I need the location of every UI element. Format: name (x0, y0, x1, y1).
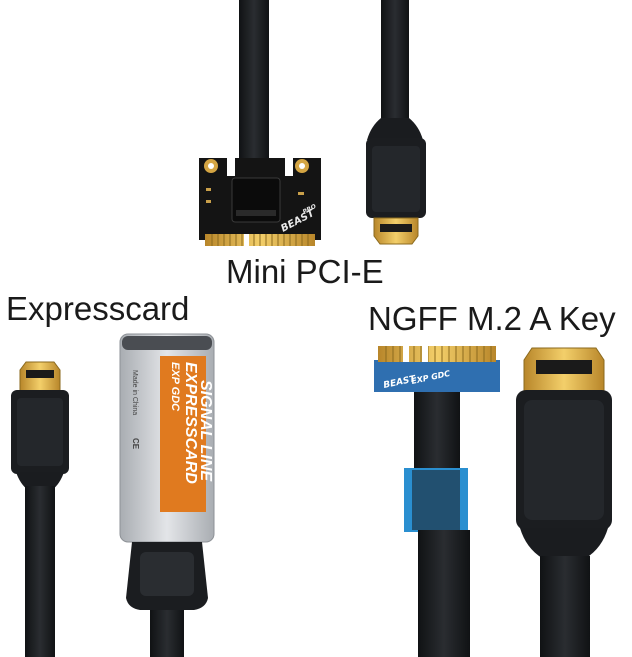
expresscard-label: Expresscard (6, 290, 190, 327)
svg-text:EXP GDC: EXP GDC (169, 362, 181, 412)
mini-pcie-label: Mini PCI-E (226, 253, 384, 290)
ngff-gold-fingers (378, 346, 496, 362)
expresscard-orange-label (160, 356, 206, 512)
hdmi-connector-left (11, 361, 69, 657)
hdmi-cable (25, 486, 55, 657)
svg-text:EXPRESSCARD: EXPRESSCARD (182, 362, 199, 484)
hdmi-cable (540, 556, 590, 657)
svg-text:Made in China: Made in China (131, 370, 138, 415)
expresscard-cable (150, 610, 184, 657)
mounting-hole-icon (208, 163, 214, 169)
hdmi-cable (381, 0, 409, 130)
ngff-ffc-cable (414, 392, 460, 472)
ngff-board (374, 360, 500, 392)
hdmi-connector-top (366, 0, 426, 245)
card-model: EXP GDC (169, 362, 181, 412)
hdmi-connector-right (516, 347, 612, 657)
svg-text:SIGNAL LINE: SIGNAL LINE (197, 380, 214, 482)
card-ce-mark: CE (131, 438, 140, 450)
card-title-line2: SIGNAL LINE (197, 380, 214, 482)
card-title-line1: EXPRESSCARD (182, 362, 199, 484)
ngff-assembly: BEAST EXP GDC (374, 346, 500, 657)
expresscard-adapter: EXP GDC EXPRESSCARD SIGNAL LINE Made in … (119, 333, 215, 657)
svg-text:CE: CE (131, 438, 140, 450)
ngff-label: NGFF M.2 A Key (368, 300, 616, 337)
card-made-in: Made in China (131, 370, 138, 415)
mounting-hole-icon (299, 163, 305, 169)
ngff-flat-cable (418, 530, 470, 657)
mini-pcie-assembly: BEAST PRO (199, 0, 321, 246)
mini-pcie-cable (239, 0, 269, 180)
